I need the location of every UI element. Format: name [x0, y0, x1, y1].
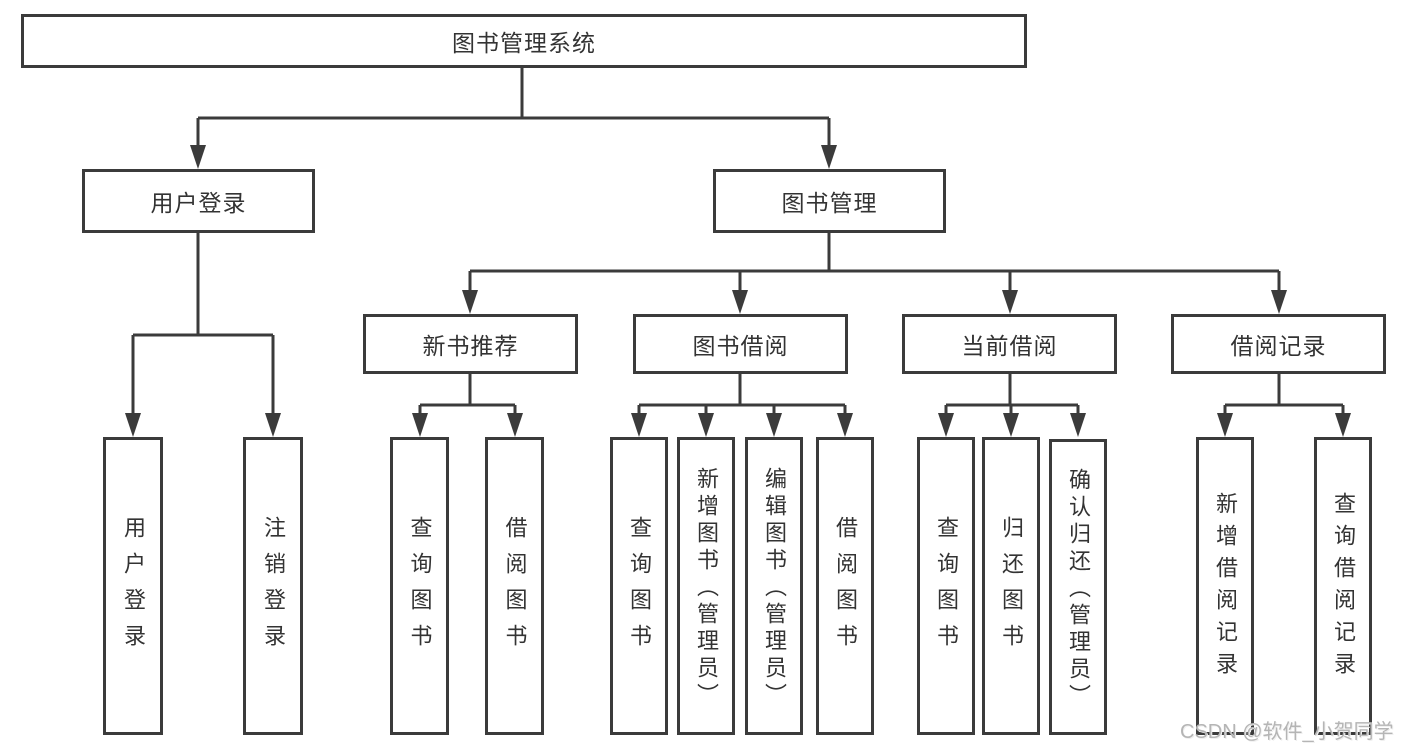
leaf-add-book-admin: 新增图书（管理员） — [677, 437, 735, 735]
leaf-newbook-query-books: 查询图书 — [390, 437, 449, 735]
connector-borrow-records-children — [1217, 374, 1351, 437]
connector-root-to-level2 — [190, 68, 837, 169]
leaf-user-login: 用户登录 — [103, 437, 163, 735]
node-current-borrow: 当前借阅 — [902, 314, 1117, 374]
leaf-confirm-return-admin: 确认归还（管理员） — [1049, 439, 1107, 735]
node-borrow-records: 借阅记录 — [1171, 314, 1386, 374]
leaf-query-borrow-record: 查询借阅记录 — [1314, 437, 1372, 735]
leaf-newbook-borrow-books: 借阅图书 — [485, 437, 544, 735]
node-root: 图书管理系统 — [21, 14, 1027, 68]
node-user-login: 用户登录 — [82, 169, 315, 233]
node-book-management: 图书管理 — [713, 169, 946, 233]
connector-user-login-children — [125, 233, 281, 437]
connector-book-borrow-children — [631, 374, 853, 437]
leaf-borrow-borrow-books: 借阅图书 — [816, 437, 874, 735]
leaf-edit-book-admin: 编辑图书（管理员） — [745, 437, 803, 735]
connector-book-management-children — [462, 233, 1287, 314]
node-book-borrow: 图书借阅 — [633, 314, 848, 374]
leaf-return-books: 归还图书 — [982, 437, 1040, 735]
leaf-logout: 注销登录 — [243, 437, 303, 735]
leaf-current-query-books: 查询图书 — [917, 437, 975, 735]
leaf-add-borrow-record: 新增借阅记录 — [1196, 437, 1254, 735]
csdn-watermark: CSDN @软件_小贺同学 — [1180, 721, 1394, 743]
node-new-book-recommend: 新书推荐 — [363, 314, 578, 374]
connector-new-book-children — [412, 374, 523, 437]
leaf-borrow-query-books: 查询图书 — [610, 437, 668, 735]
connector-current-borrow-children — [938, 374, 1086, 437]
